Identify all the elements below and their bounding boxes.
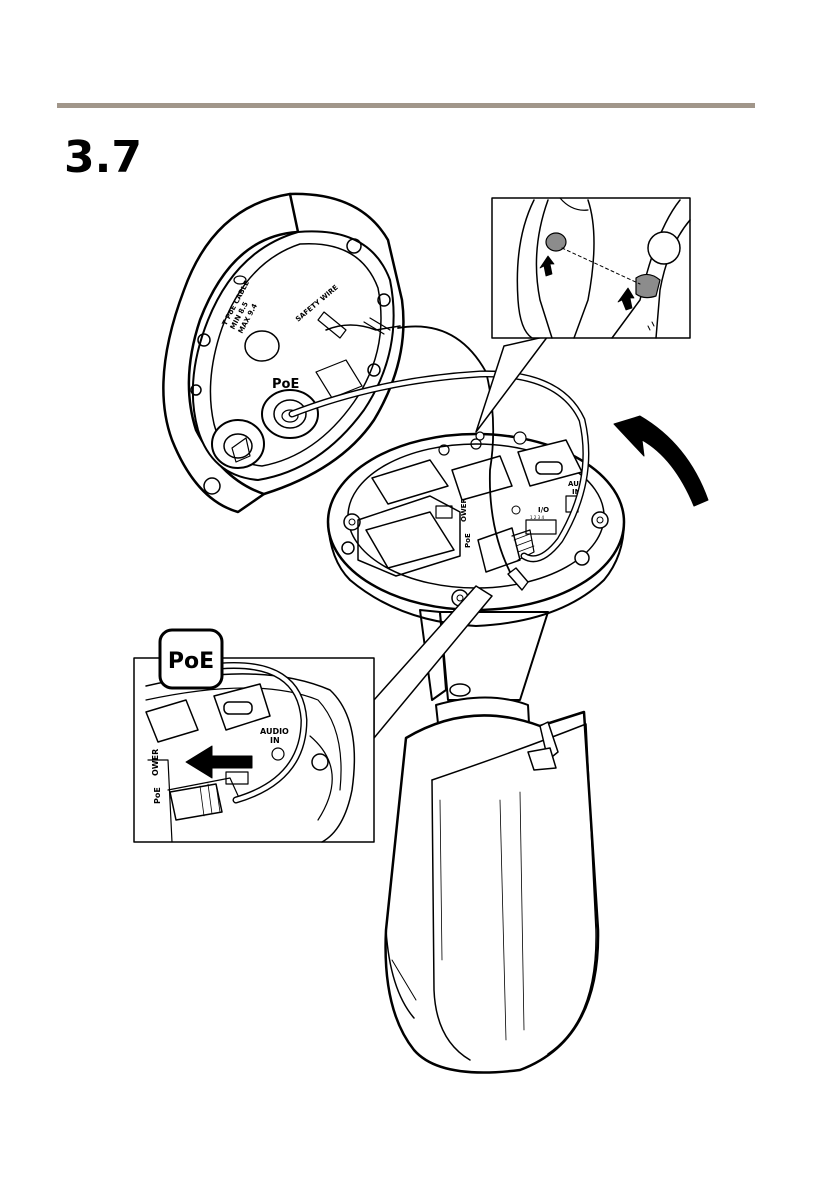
alignment-callout	[476, 198, 690, 432]
callout-poe-port-label: PoE	[153, 787, 162, 804]
callout-audio-label-2: IN	[270, 736, 280, 745]
rotate-arrow-icon	[614, 416, 708, 506]
main-poe-label: PoE	[464, 533, 472, 548]
callout-audio-label-1: AUDIO	[260, 727, 289, 736]
main-power-label: OWER	[460, 498, 468, 522]
main-io-pins: 1 2 3 4	[530, 515, 544, 520]
main-io-label: I/O	[538, 506, 549, 514]
poe-badge-label: PoE	[168, 649, 214, 674]
callout-power-label: OWER	[151, 749, 160, 776]
base-poe-label: PoE	[272, 377, 299, 392]
